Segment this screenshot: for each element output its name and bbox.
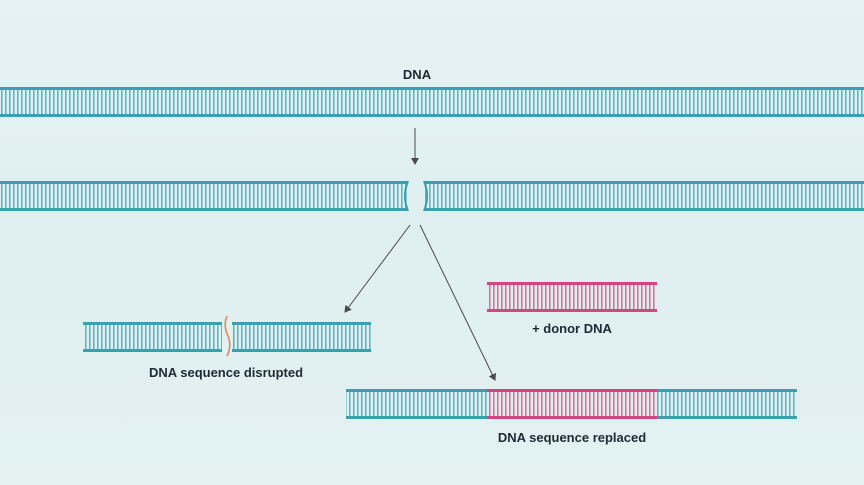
arrow-to-disrupted [344, 224, 411, 313]
dna-label: DNA [402, 67, 432, 82]
dna-replaced [346, 389, 797, 419]
dna-disrupted [83, 315, 371, 357]
disrupted-label: DNA sequence disrupted [148, 365, 304, 380]
dna-intact [0, 87, 864, 117]
arrow-to-replaced [419, 224, 496, 381]
break-mark [224, 315, 231, 357]
cut-end-right [423, 180, 428, 212]
dna-cut [0, 180, 864, 212]
donor-dna-label: + donor DNA [532, 321, 612, 336]
cut-end-left [404, 180, 409, 212]
replaced-label: DNA sequence replaced [497, 430, 647, 445]
donor-dna [487, 282, 657, 312]
